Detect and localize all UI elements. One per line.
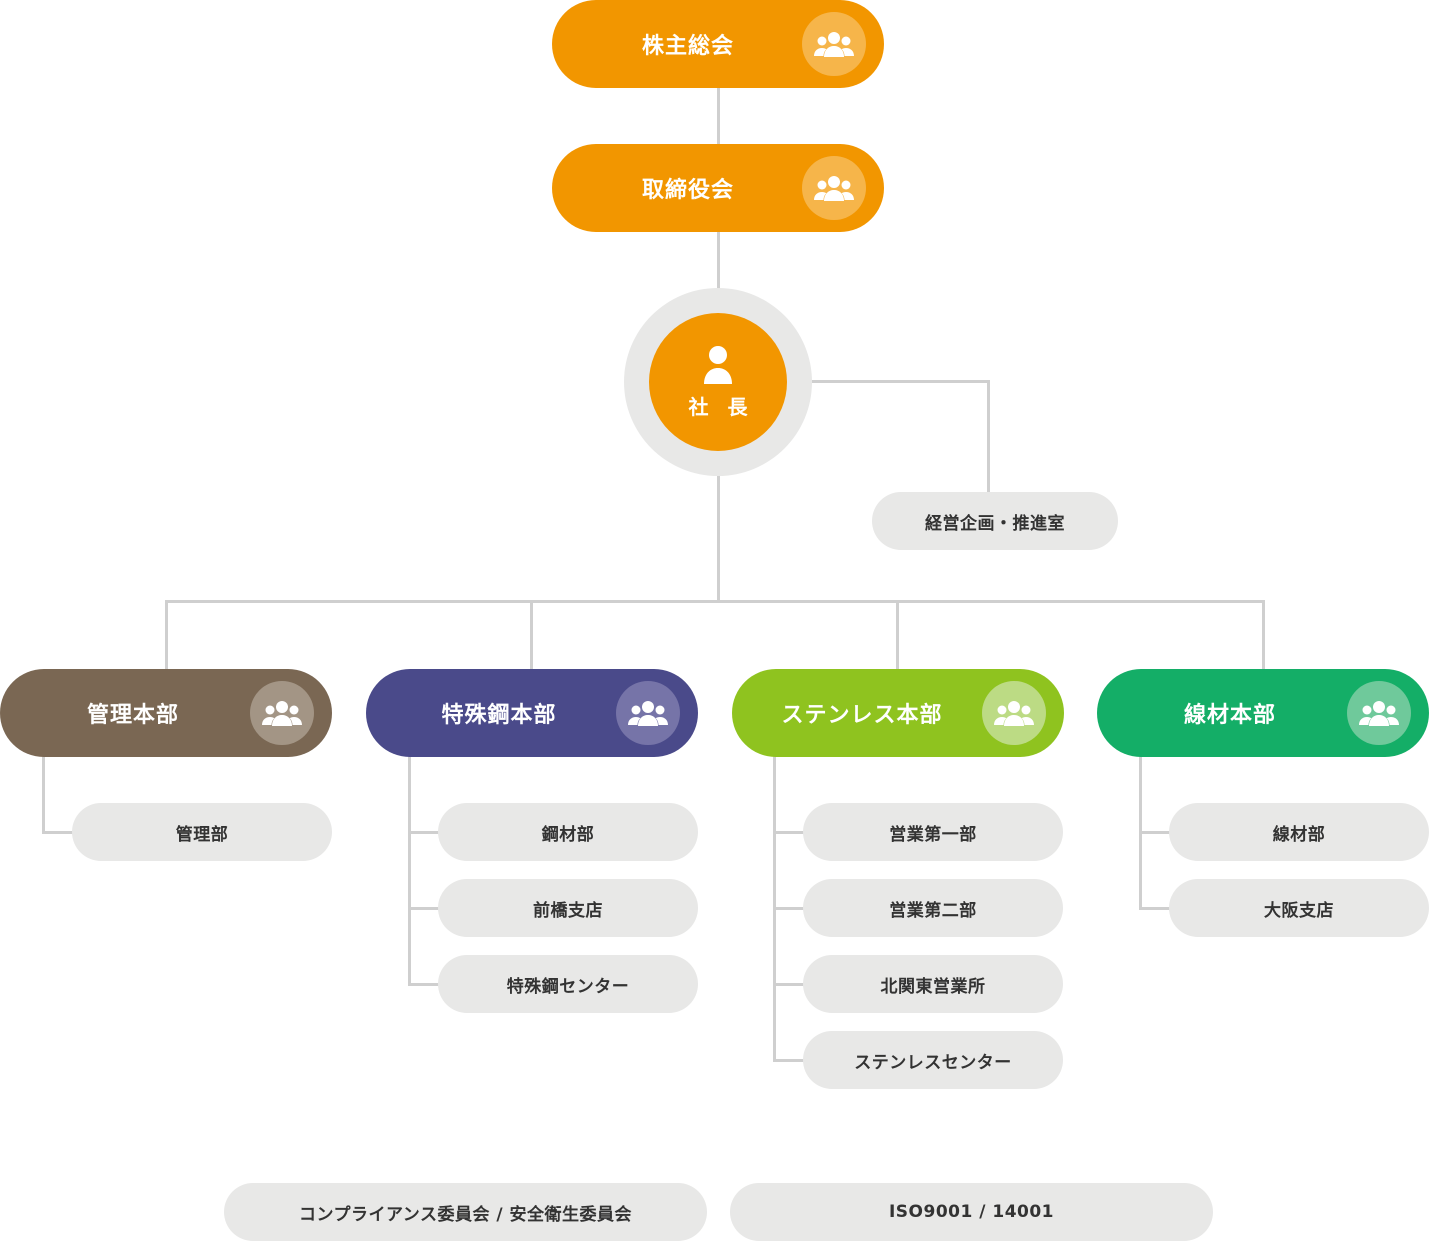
unit-sales-2: 営業第二部 (803, 879, 1063, 937)
connector-line (42, 831, 74, 834)
division-label: ステンレス本部 (781, 703, 943, 728)
group-icon (802, 156, 866, 220)
group-icon (616, 681, 680, 745)
group-icon (982, 681, 1046, 745)
president-label: 社 長 (688, 394, 754, 419)
president-node: 社 長 (649, 313, 787, 451)
unit-sales-1: 営業第一部 (803, 803, 1063, 861)
management-planning-office: 経営企画・推進室 (872, 492, 1118, 550)
connector-line (717, 476, 720, 602)
connector-line (773, 831, 805, 834)
connector-line (717, 86, 720, 146)
connector-line (165, 600, 168, 670)
division-label: 特殊鋼本部 (441, 703, 557, 728)
group-icon (802, 12, 866, 76)
connector-line (773, 983, 805, 986)
node-label: 株主総会 (641, 34, 734, 59)
connector-line (987, 380, 990, 494)
person-icon (704, 345, 732, 384)
node-label: 取締役会 (641, 178, 734, 203)
division-special-steel: 特殊鋼本部 (366, 669, 698, 757)
connector-line (165, 600, 1265, 603)
connector-line (1262, 600, 1265, 670)
connector-line (530, 600, 533, 670)
connector-line (773, 907, 805, 910)
group-icon (1347, 681, 1411, 745)
board-of-directors-node: 取締役会 (552, 144, 884, 232)
connector-line (717, 230, 720, 290)
division-admin: 管理本部 (0, 669, 332, 757)
connector-line (42, 754, 45, 834)
unit-osaka-branch: 大阪支店 (1169, 879, 1429, 937)
division-label: 線材本部 (1183, 703, 1276, 728)
connector-line (408, 983, 440, 986)
unit-admin-dept: 管理部 (72, 803, 332, 861)
connector-line (812, 380, 990, 383)
connector-line (408, 907, 440, 910)
division-stainless: ステンレス本部 (732, 669, 1064, 757)
committees-pill: コンプライアンス委員会 / 安全衛生委員会 (224, 1183, 707, 1241)
unit-stainless-center: ステンレスセンター (803, 1031, 1063, 1089)
connector-line (408, 831, 440, 834)
division-wire-rod: 線材本部 (1097, 669, 1429, 757)
unit-steel-materials: 鋼材部 (438, 803, 698, 861)
shareholders-meeting-node: 株主総会 (552, 0, 884, 88)
connector-line (408, 754, 411, 986)
unit-north-kanto-office: 北関東営業所 (803, 955, 1063, 1013)
unit-maebashi-branch: 前橋支店 (438, 879, 698, 937)
connector-line (896, 600, 899, 670)
unit-wire-rod-dept: 線材部 (1169, 803, 1429, 861)
connector-line (773, 1059, 805, 1062)
connector-line (1139, 907, 1171, 910)
division-label: 管理本部 (86, 703, 179, 728)
connector-line (1139, 831, 1171, 834)
group-icon (250, 681, 314, 745)
iso-pill: ISO9001 / 14001 (730, 1183, 1213, 1241)
unit-special-steel-center: 特殊鋼センター (438, 955, 698, 1013)
